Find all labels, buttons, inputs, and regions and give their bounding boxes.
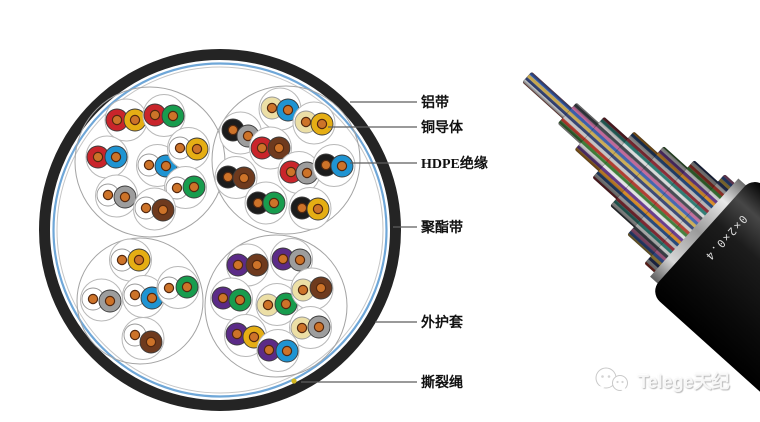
copper-conductor-dot [143,159,155,171]
copper-conductor-dot [313,321,325,333]
copper-conductor-dot [146,292,158,304]
copper-conductor-dot [248,331,260,343]
rip-cord-dot [291,378,297,384]
callout-lines [301,101,417,383]
copper-conductor-dot [281,345,293,357]
copper-conductor-dot [285,166,297,178]
watermark: Telege天纪 [592,366,730,396]
copper-conductor-dot [312,203,324,215]
sheath-ring [52,62,388,398]
copper-conductor-dot [129,329,141,341]
copper-conductor-dot [119,191,131,203]
copper-conductor-dot [296,202,308,214]
copper-conductor-dot [238,172,250,184]
sheath-ring [39,49,401,411]
copper-conductor-dot [234,294,246,306]
copper-conductor-dot [296,322,308,334]
copper-conductor-dot [251,259,263,271]
callout-label-aluminum-tape: 铝带 [421,94,449,111]
callout-label-rip-cord: 撕裂绳 [421,374,463,391]
copper-conductor-dot [266,102,278,114]
copper-conductor-dot [133,254,145,266]
cable-jacket [655,182,760,422]
copper-conductor-dot [263,344,275,356]
copper-conductor-dot [171,182,183,194]
copper-conductor-dot [191,143,203,155]
chat-bubbles-icon [595,367,628,393]
copper-conductor-dot [316,118,328,130]
copper-conductor-dot [174,142,186,154]
copper-conductor-dot [273,142,285,154]
copper-conductor-dot [301,167,313,179]
copper-conductor-dot [315,282,327,294]
copper-conductor-dot [87,293,99,305]
copper-conductor-dot [181,281,193,293]
copper-conductor-dot [277,253,289,265]
callout-label-hdpe-insulation: HDPE绝缘 [421,155,488,172]
wire-tier-shade [628,161,730,266]
copper-conductor-dot [252,197,264,209]
copper-conductor-dot [232,259,244,271]
copper-conductor-dot [300,116,312,128]
pair-group-circle [76,237,204,365]
cable-photo: 0×2×0.4 [522,72,760,422]
copper-conductor-dot [222,171,234,183]
copper-conductor-dot [227,124,239,136]
copper-conductor-dot [116,254,128,266]
copper-conductor-dot [160,160,172,172]
copper-conductor-dot [231,328,243,340]
copper-conductor-dot [262,299,274,311]
wire-tier-shade [611,147,699,238]
sheath-ring [56,66,384,394]
callout-label-polyester-tape: 聚酯带 [420,219,463,236]
shield-band [650,178,749,286]
wire-tier-shade [593,132,669,209]
copper-conductor-dot [92,151,104,163]
copper-conductor-dot [110,151,122,163]
copper-conductor-dot [217,292,229,304]
copper-conductor-dot [157,204,169,216]
watermark-text: Telege天纪 [638,372,730,392]
copper-conductor-dot [129,114,141,126]
callout-label-copper-conductor: 铜导体 [421,119,464,136]
copper-conductor-dot [336,160,348,172]
pair-group-circle [204,234,348,378]
copper-conductor-dot [111,114,123,126]
copper-conductor-dot [149,109,161,121]
copper-conductor-dot [188,181,200,193]
copper-conductor-dot [294,254,306,266]
copper-conductor-dot [268,197,280,209]
copper-conductor-dot [280,298,292,310]
copper-conductor-dot [102,189,114,201]
copper-conductor-dot [167,110,179,122]
copper-conductor-dot [140,202,152,214]
cable-cross-section [39,49,401,411]
pair-group-circle [211,85,361,235]
copper-conductor-dot [104,295,116,307]
copper-conductor-dot [320,159,332,171]
copper-conductor-dot [129,289,141,301]
copper-conductor-dot [145,336,157,348]
copper-conductor-dot [242,130,254,142]
callout-label-outer-sheath: 外护套 [421,314,463,331]
copper-conductor-dot [163,282,175,294]
copper-conductor-dot [297,284,309,296]
copper-conductor-dot [256,142,268,154]
copper-conductor-dot [282,104,294,116]
